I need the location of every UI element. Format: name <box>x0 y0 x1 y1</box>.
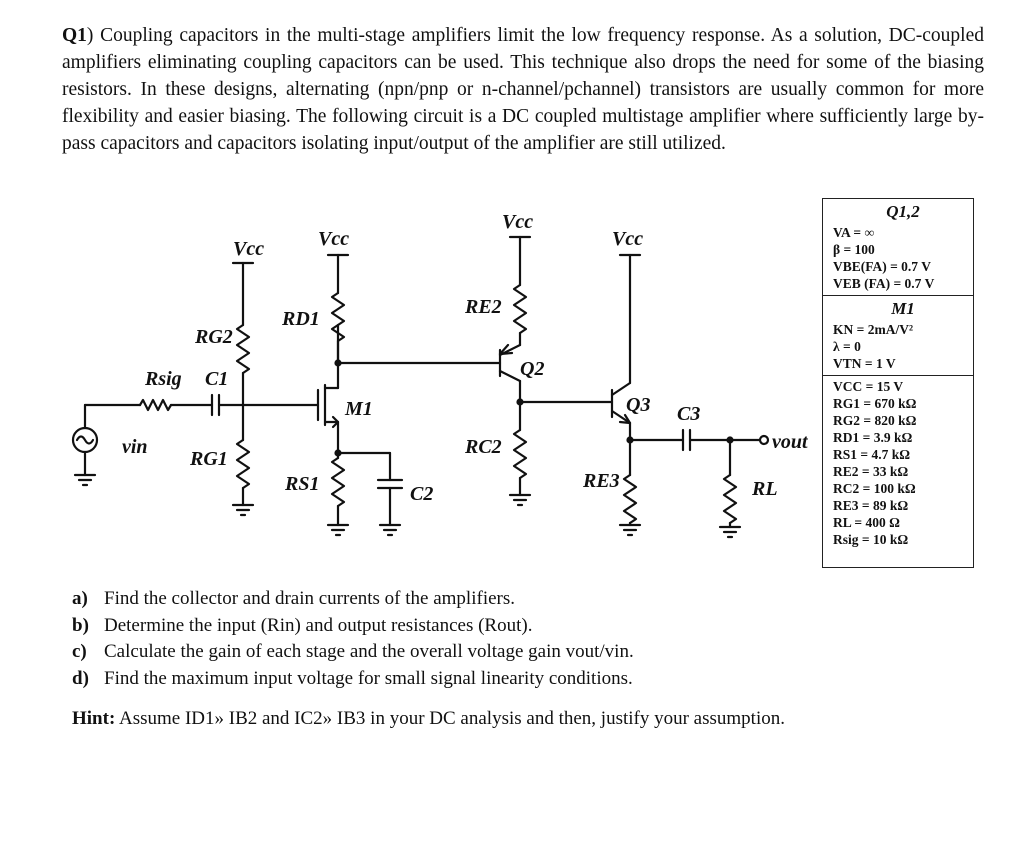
rsig-label: Rsig <box>144 368 182 390</box>
hint-text: Assume ID1» IB2 and IC2» IB3 in your DC … <box>118 708 785 729</box>
question-label: d) <box>72 667 89 689</box>
rs1-label: RS1 <box>284 473 319 495</box>
param-line: KN = 2mA/V² <box>833 322 913 337</box>
rsig-resistor <box>138 398 173 412</box>
vcc-label-rg: Vcc <box>233 238 264 260</box>
re3-resistor <box>622 473 638 525</box>
c3-label: C3 <box>677 403 700 425</box>
q3-label: Q3 <box>626 394 650 416</box>
param-line: VTN = 1 V <box>833 356 896 371</box>
param-line: RL = 400 Ω <box>833 515 900 530</box>
q2-emitter-arrow <box>498 343 514 356</box>
param-line: VEB (FA) = 0.7 V <box>833 276 935 291</box>
hint-label: Hint: <box>72 708 116 729</box>
q2-label: Q2 <box>520 358 544 380</box>
question-label: b) <box>72 614 89 636</box>
hint: Hint: Assume ID1» IB2 and IC2» IB3 in yo… <box>72 708 785 730</box>
m1-title: M1 <box>891 299 915 318</box>
param-line: RG2 = 820 kΩ <box>833 413 917 428</box>
vcc-label-q3: Vcc <box>612 228 643 250</box>
problem-intro: Q1) Coupling capacitors in the multi-sta… <box>62 22 984 157</box>
re3-label: RE3 <box>582 470 620 492</box>
question-label: a) <box>72 588 88 609</box>
rg1-resistor <box>235 438 251 490</box>
rc2-label: RC2 <box>464 436 502 458</box>
q12-title: Q1,2 <box>886 202 920 221</box>
re2-resistor <box>512 283 528 335</box>
q12-parameters: Q1,2 VA = ∞ β = 100 VBE(FA) = 0.7 V VEB … <box>823 199 973 296</box>
component-values: VCC = 15 V RG1 = 670 kΩ RG2 = 820 kΩ RD1… <box>823 376 973 551</box>
rs1-resistor <box>330 456 346 508</box>
rl-resistor <box>722 473 738 525</box>
question-text: Find the collector and drain currents of… <box>104 588 516 609</box>
rd1-resistor <box>330 291 346 343</box>
vcc-label-rd1: Vcc <box>318 228 349 250</box>
param-line: VA = ∞ <box>833 225 875 240</box>
question-text: Calculate the gain of each stage and the… <box>104 641 634 662</box>
m1-parameters: M1 KN = 2mA/V² λ = 0 VTN = 1 V <box>823 296 973 376</box>
param-line: Rsig = 10 kΩ <box>833 532 909 547</box>
param-line: RC2 = 100 kΩ <box>833 481 916 496</box>
question-text: Determine the input (Rin) and output res… <box>104 614 533 636</box>
rl-label: RL <box>751 478 778 500</box>
param-line: λ = 0 <box>833 339 861 354</box>
vout-label: vout <box>772 431 809 453</box>
list-item: c) Calculate the gain of each stage and t… <box>72 639 634 666</box>
param-line: VBE(FA) = 0.7 V <box>833 259 931 274</box>
vcc-label-re2: Vcc <box>502 211 533 233</box>
list-item: a) Find the collector and drain currents … <box>72 586 634 613</box>
param-line: β = 100 <box>833 242 875 257</box>
param-line: RE2 = 33 kΩ <box>833 464 909 479</box>
list-item: b) Determine the input (Rin) and output r… <box>72 613 634 640</box>
c2-label: C2 <box>410 483 433 505</box>
re2-label: RE2 <box>464 296 502 318</box>
question-text: Find the maximum input voltage for small… <box>104 667 633 689</box>
rd1-label: RD1 <box>281 308 320 330</box>
intro-text: ) Coupling capacitors in the multi-stage… <box>62 25 984 154</box>
vin-label: vin <box>122 436 148 458</box>
c1-label: C1 <box>205 368 228 390</box>
circuit-diagram: Vcc Vcc Vcc Vcc Rsig C1 RG2 RG1 RD1 RS1 … <box>71 211 809 539</box>
param-line: RS1 = 4.7 kΩ <box>833 447 911 462</box>
param-line: RG1 = 670 kΩ <box>833 396 917 411</box>
rc2-resistor <box>512 428 528 480</box>
list-item: d) Find the maximum input voltage for sma… <box>72 666 634 693</box>
question-number: Q1 <box>62 25 87 46</box>
parameter-table: Q1,2 VA = ∞ β = 100 VBE(FA) = 0.7 V VEB … <box>822 198 974 568</box>
rg2-resistor <box>235 323 251 375</box>
param-line: VCC = 15 V <box>833 379 904 394</box>
m1-label: M1 <box>344 398 373 420</box>
question-list: a) Find the collector and drain currents … <box>72 586 634 692</box>
param-line: RD1 = 3.9 kΩ <box>833 430 913 445</box>
rg2-label: RG2 <box>194 326 233 348</box>
rg1-label: RG1 <box>189 448 228 470</box>
question-label: c) <box>72 641 87 662</box>
param-line: RE3 = 89 kΩ <box>833 498 909 513</box>
